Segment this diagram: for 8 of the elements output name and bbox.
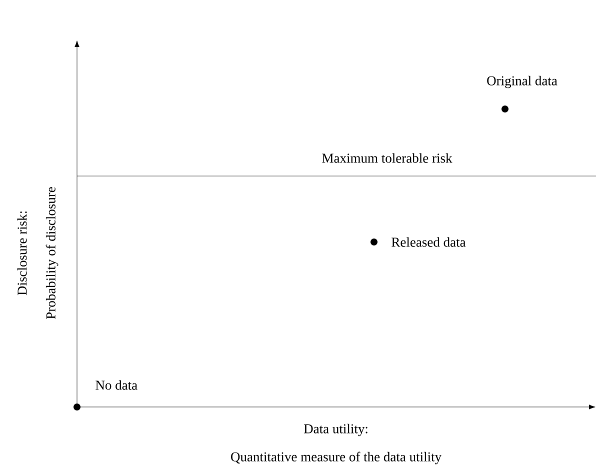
axis-label: Disclosure risk:	[17, 212, 27, 296]
point-label: Original data	[487, 76, 558, 88]
axis-label: Data utility:	[304, 424, 368, 436]
point-label: Released data	[392, 237, 466, 247]
line-label: Maximum tolerable risk	[322, 153, 452, 163]
axis-label: Probability of disclosure	[46, 187, 58, 319]
point-label: No data	[96, 380, 138, 390]
axis-label: Quantitative measure of the data utility	[231, 452, 442, 464]
